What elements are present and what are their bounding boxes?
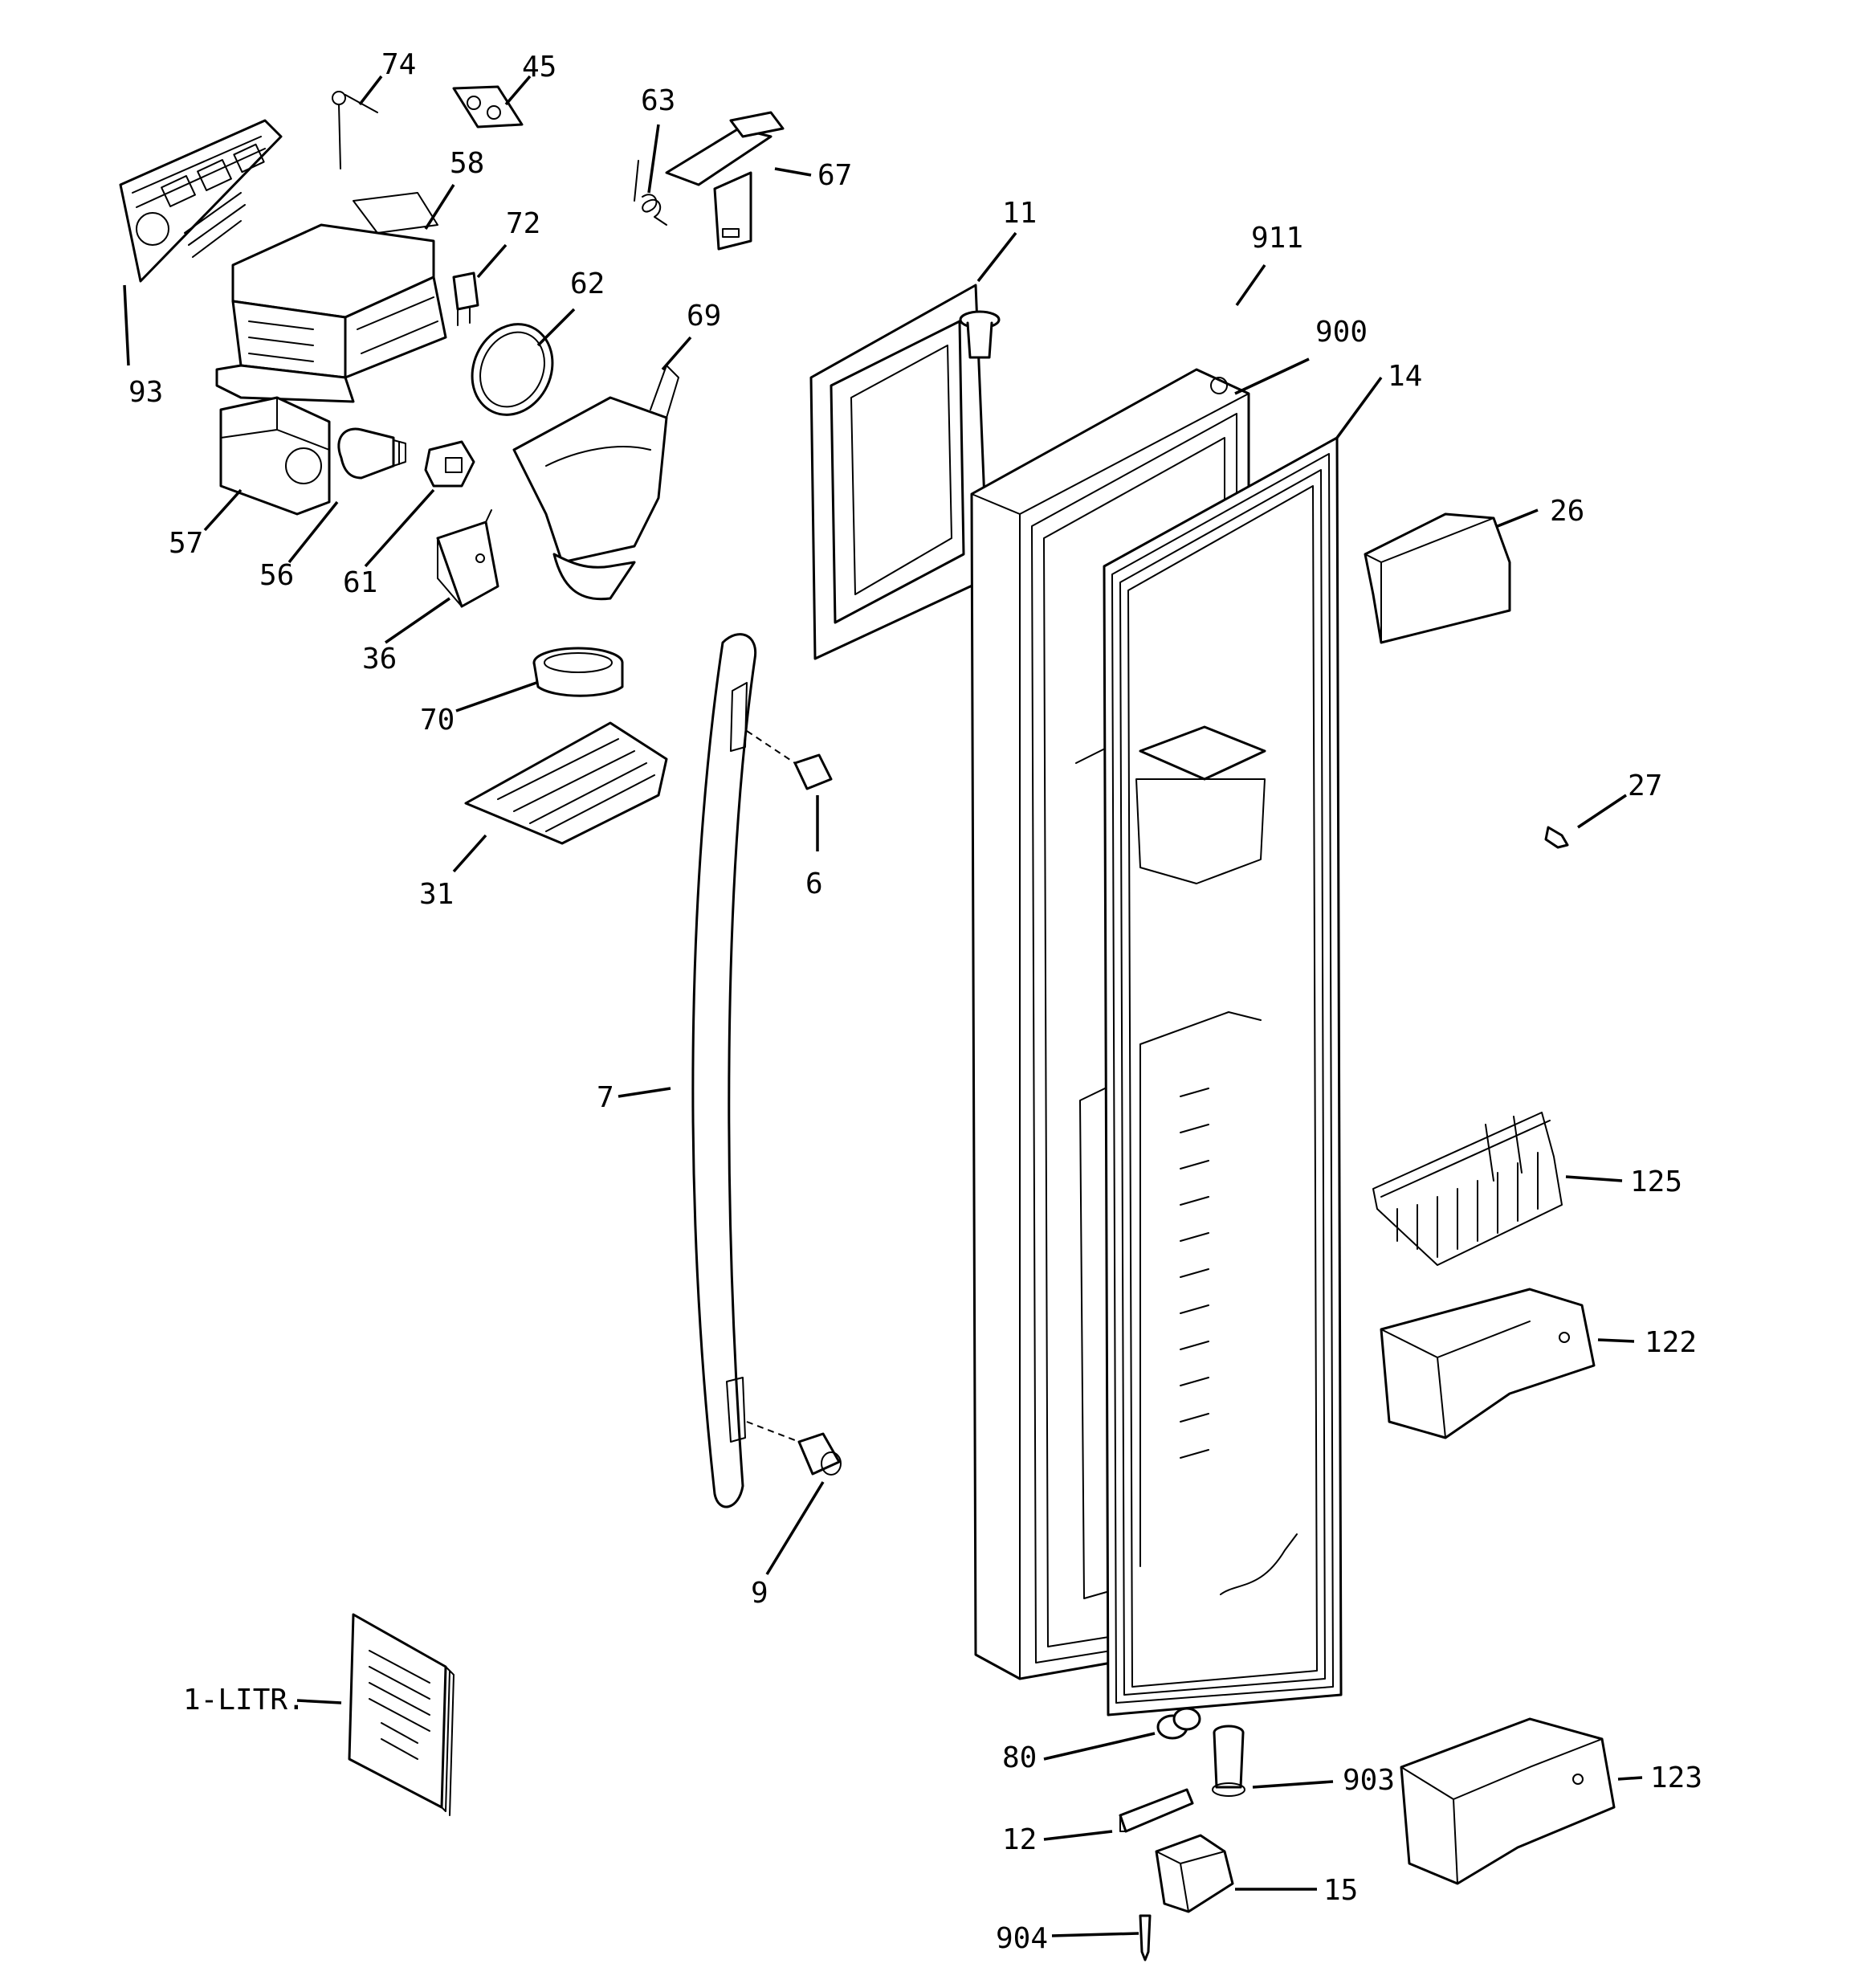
part-12-hinge-plate [1119, 1788, 1194, 1833]
part-80-plug [1156, 1707, 1201, 1740]
callout-15: 15 [1323, 1874, 1358, 1907]
part-9-handle-screw [746, 1421, 842, 1476]
callout-36: 36 [362, 643, 397, 676]
callout-67: 67 [817, 159, 852, 192]
part-122-door-bin [1380, 1288, 1596, 1439]
callout-904: 904 [996, 1922, 1048, 1955]
part-14-door-gasket [1103, 436, 1343, 1717]
callout-27: 27 [1628, 769, 1662, 802]
part-1-litr-literature [348, 1613, 455, 1816]
callout-74: 74 [381, 48, 416, 81]
part-27-screw [1544, 826, 1569, 849]
callout-6: 6 [805, 867, 823, 900]
part-31-drip-tray [464, 721, 668, 845]
callout-1-litr: 1-LITR. [183, 1684, 305, 1717]
part-11-dispenser-frame [809, 284, 989, 660]
part-903-pin [1212, 1725, 1245, 1797]
callout-125: 125 [1630, 1165, 1682, 1198]
part-69-ice-chute [512, 365, 679, 601]
part-62-ring [471, 323, 554, 416]
callout-911: 911 [1251, 222, 1303, 255]
callout-72: 72 [506, 207, 540, 240]
callout-62: 62 [570, 267, 605, 300]
callout-11: 11 [1002, 197, 1037, 230]
part-57-housing [219, 396, 331, 516]
callout-31: 31 [419, 878, 454, 911]
callout-61: 61 [343, 566, 377, 599]
callout-63: 63 [641, 84, 675, 117]
callout-14: 14 [1388, 360, 1422, 393]
part-93-control-board [119, 119, 283, 283]
part-123-door-bin [1400, 1717, 1616, 1885]
part-58-dispenser-housing [215, 192, 447, 403]
part-36-bracket [436, 509, 499, 608]
callout-122: 122 [1645, 1326, 1697, 1359]
callout-45: 45 [522, 51, 556, 84]
callout-123: 123 [1650, 1761, 1702, 1794]
callout-9: 9 [751, 1577, 768, 1610]
part-74-spring [332, 91, 378, 169]
callout-80: 80 [1002, 1741, 1037, 1774]
part-911-bushing [959, 310, 1001, 359]
part-904-screw [1139, 1914, 1152, 1961]
part-125-wire-basket [1372, 1112, 1563, 1266]
callout-69: 69 [687, 300, 721, 333]
part-7-handle [691, 633, 757, 1508]
part-67-hinge-arm [665, 111, 785, 251]
callout-58: 58 [450, 147, 484, 180]
callout-903: 903 [1343, 1764, 1395, 1797]
part-6-handle-screw [746, 730, 833, 790]
leader-lines [123, 75, 1643, 1937]
callout-7: 7 [597, 1081, 614, 1114]
part-15-hinge-block [1155, 1834, 1234, 1913]
part-61-socket [424, 440, 475, 488]
callout-70: 70 [420, 704, 455, 737]
part-70-collar [532, 647, 624, 697]
callout-900: 900 [1315, 316, 1368, 349]
part-26-bin [1364, 512, 1511, 644]
part-45-bracket [452, 85, 524, 129]
callout-56: 56 [259, 559, 294, 592]
callout-93: 93 [128, 376, 163, 409]
callout-26: 26 [1550, 495, 1584, 528]
part-72-switch [452, 271, 479, 326]
callout-labels: 74 45 63 67 58 72 93 62 69 11 911 900 14… [128, 48, 1702, 1955]
callout-57: 57 [169, 527, 203, 560]
part-63-spring [634, 160, 667, 226]
part-56-bulb [337, 427, 406, 480]
callout-12: 12 [1002, 1823, 1037, 1856]
